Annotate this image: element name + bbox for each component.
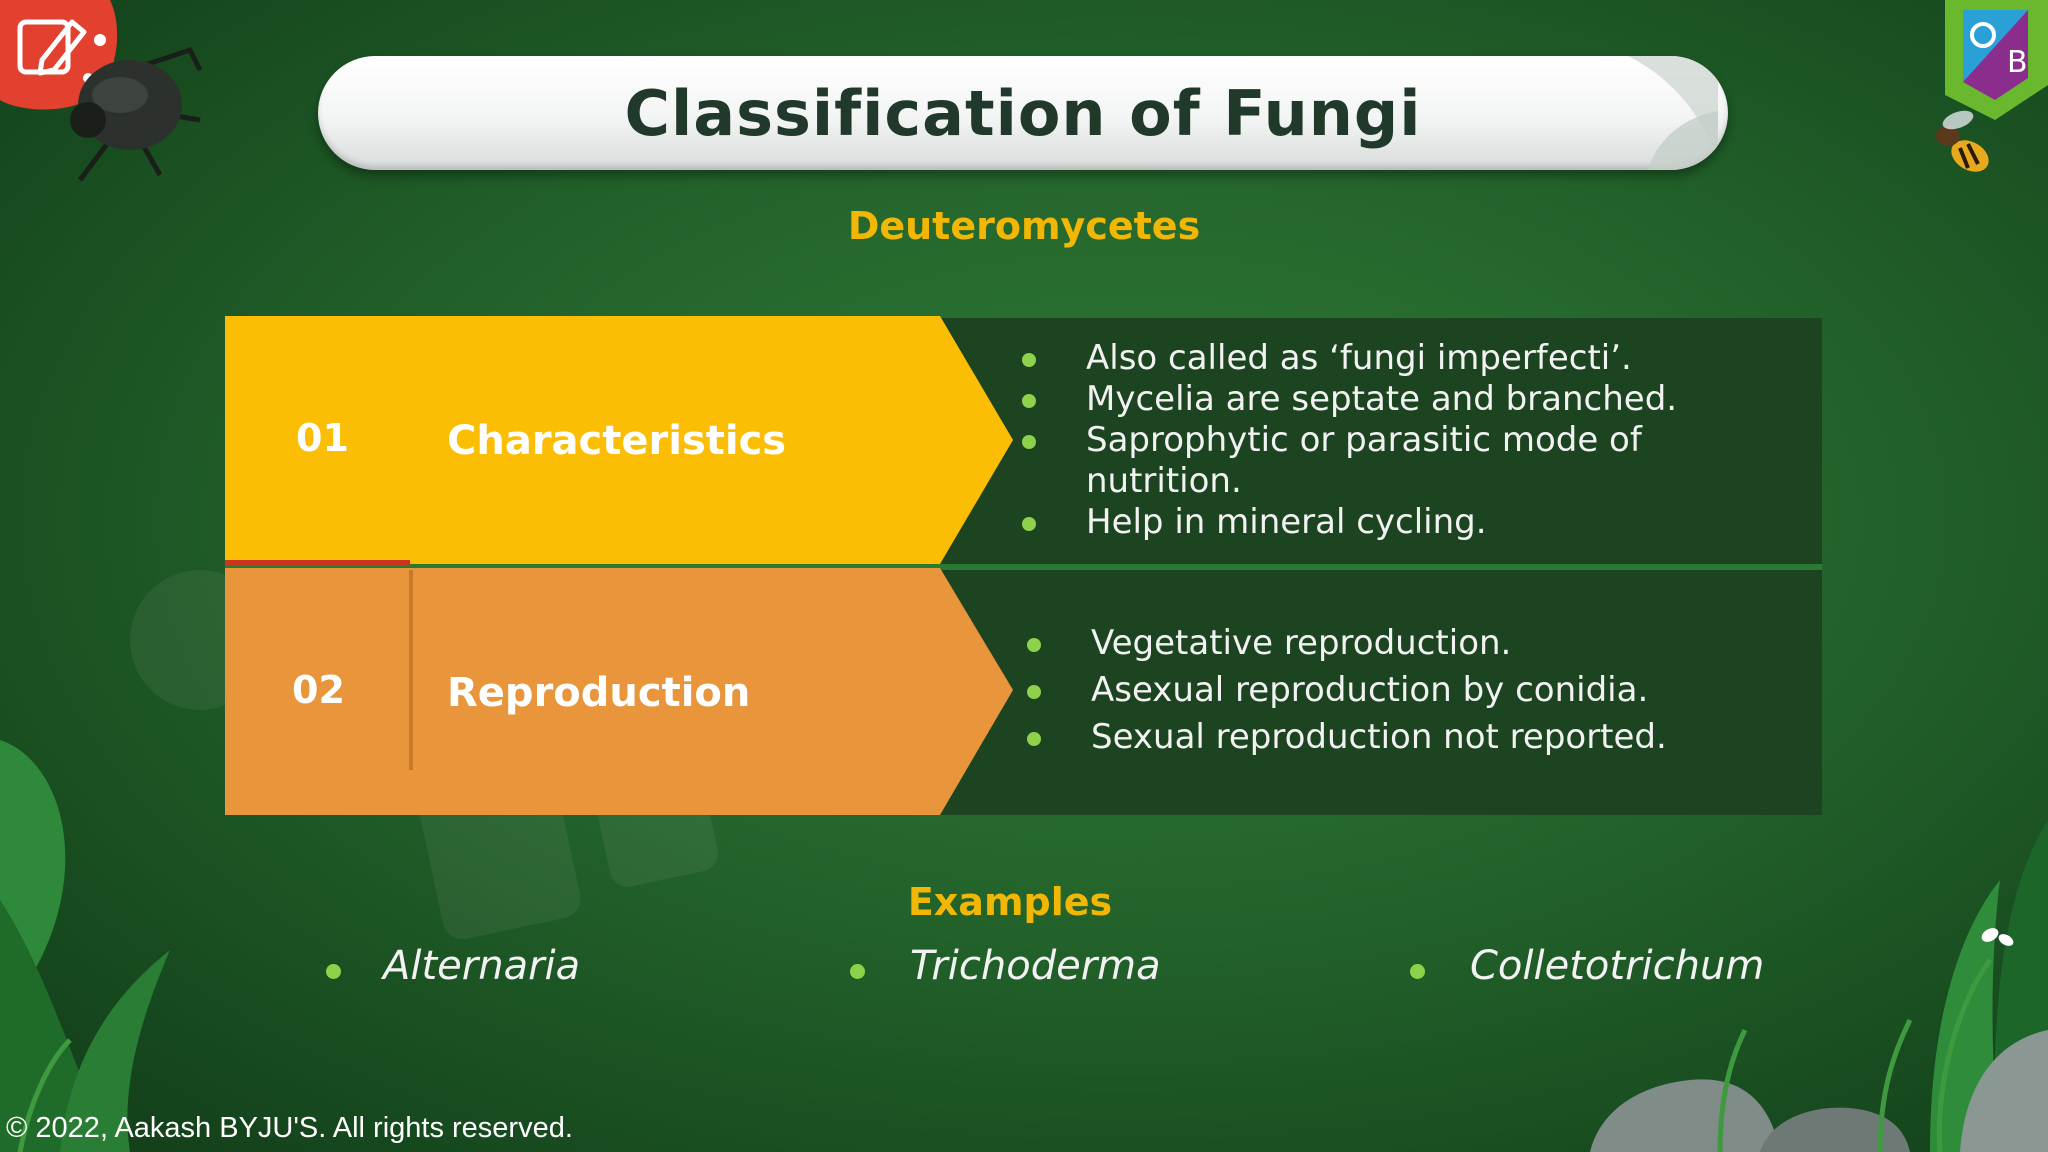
row-label-characteristics: Characteristics (447, 418, 787, 464)
row-number-01: 01 (296, 416, 349, 460)
bullet-dot-icon (1027, 732, 1041, 746)
example-alternaria: Alternaria (383, 943, 581, 989)
examples-title: Examples (907, 880, 1113, 924)
list-item: Help in mineral cycling. (1022, 502, 1682, 543)
list-item: Asexual reproduction by conidia. (1027, 667, 1787, 714)
list-item: Mycelia are septate and branched. (1022, 379, 1682, 420)
svg-text:B: B (2007, 45, 2028, 80)
row-label-reproduction: Reproduction (447, 670, 751, 716)
bullet-dot-icon (1022, 435, 1036, 449)
byjus-logo-icon[interactable]: B (1925, 0, 2048, 125)
bullet-dot-icon (1022, 353, 1036, 367)
list-item: Also called as ‘fungi imperfecti’. (1022, 338, 1682, 379)
bullet-dot-icon (1410, 964, 1425, 979)
page-title: Classification of Fungi (624, 76, 1422, 150)
bee-icon (1918, 98, 1998, 183)
leaf-decoration-icon (1628, 56, 1718, 170)
bullet-dot-icon (1027, 685, 1041, 699)
bullet-dot-icon (1022, 517, 1036, 531)
characteristics-list: Also called as ‘fungi imperfecti’. Mycel… (1022, 338, 1682, 543)
list-item: Vegetative reproduction. (1027, 620, 1787, 667)
reproduction-arrow (225, 568, 1013, 815)
bullet-dot-icon (1027, 638, 1041, 652)
example-trichoderma: Trichoderma (910, 943, 1161, 989)
bullet-dot-icon (1022, 394, 1036, 408)
example-colletotrichum: Colletotrichum (1470, 943, 1765, 989)
reproduction-list: Vegetative reproduction. Asexual reprodu… (1027, 620, 1787, 761)
subtitle: Deuteromycetes (847, 204, 1201, 248)
characteristics-arrow (225, 316, 1013, 566)
row-divider (225, 564, 1822, 570)
copyright-text: © 2022, Aakash BYJU'S. All rights reserv… (6, 1112, 573, 1144)
bullet-dot-icon (326, 964, 341, 979)
beetle-icon (40, 10, 210, 185)
list-item: Sexual reproduction not reported. (1027, 714, 1787, 761)
row-number-02: 02 (292, 668, 345, 712)
title-banner: Classification of Fungi (318, 56, 1728, 170)
bullet-dot-icon (850, 964, 865, 979)
list-item: Saprophytic or parasitic mode of nutriti… (1022, 420, 1682, 502)
